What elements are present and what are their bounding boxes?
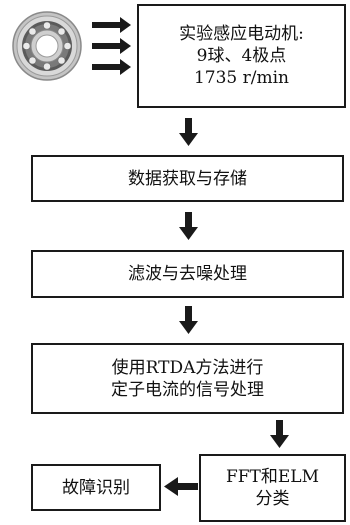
step-filter-label: 滤波与去噪处理 — [128, 264, 247, 284]
motor-title: 实验感应电动机: — [179, 24, 304, 44]
step-classify-line2: 分类 — [255, 489, 290, 509]
step-classify-line1: FFT和ELM — [225, 467, 320, 487]
step-classify: FFT和ELM 分类 — [199, 454, 346, 522]
step-rtda-line2: 定子电流的信号处理 — [111, 379, 264, 400]
bold-arrow-icon — [92, 17, 131, 75]
step-acquire: 数据获取与存储 — [31, 155, 344, 202]
step-rtda-line1: 使用RTDA方法进行 — [111, 357, 264, 378]
step-rtda: 使用RTDA方法进行 定子电流的信号处理 — [31, 343, 344, 414]
arrow-down-icon — [270, 420, 289, 448]
arrow-down-icon — [179, 306, 198, 334]
step-fault-label: 故障识别 — [62, 477, 130, 498]
motor-speed: 1735 r/min — [193, 68, 289, 88]
motor-spec: 9球、4极点 — [196, 46, 287, 66]
arrow-down-icon — [179, 118, 198, 146]
arrow-down-icon — [179, 212, 198, 240]
motor-box: 实验感应电动机: 9球、4极点 1735 r/min — [137, 4, 346, 108]
step-acquire-label: 数据获取与存储 — [128, 168, 247, 189]
step-filter: 滤波与去噪处理 — [31, 250, 344, 298]
step-fault: 故障识别 — [31, 464, 161, 511]
ball-bearing-icon — [12, 11, 82, 81]
arrow-left-icon — [164, 477, 198, 496]
